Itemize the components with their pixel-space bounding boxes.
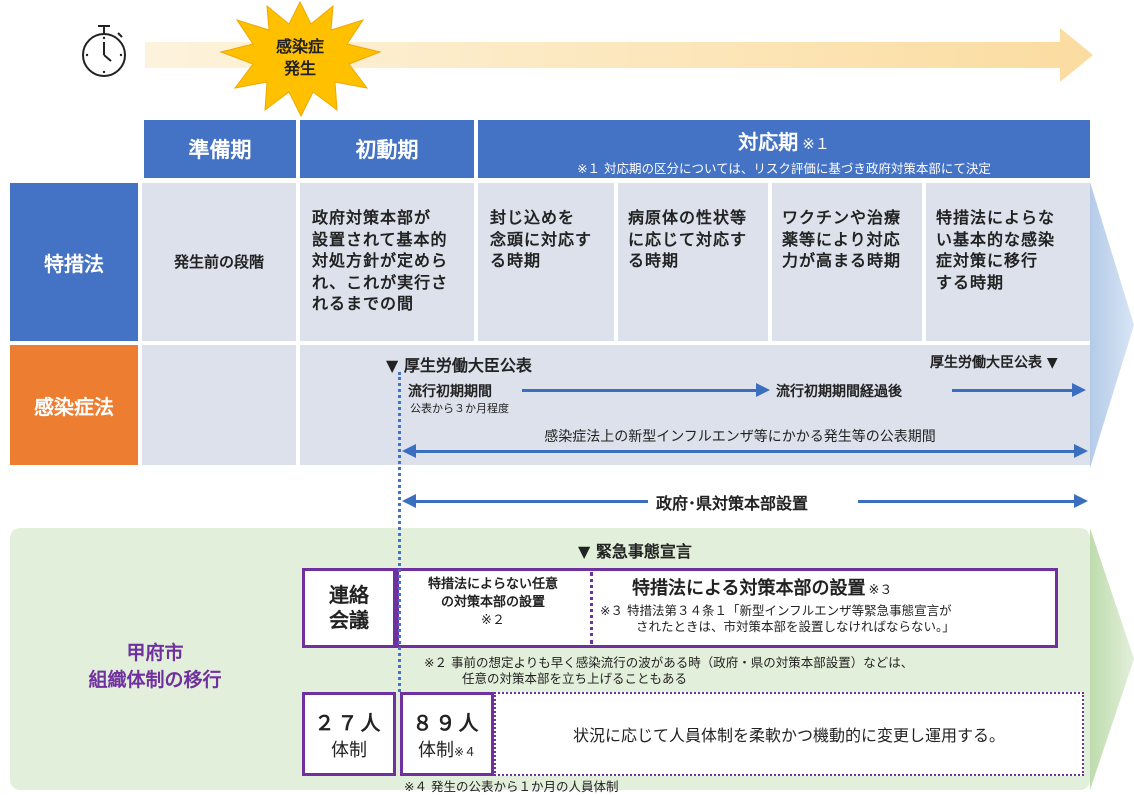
gov-hq-label: 政府･県対策本部設置 bbox=[656, 494, 809, 513]
containment-line-3: る時期 bbox=[490, 251, 542, 271]
cell-containment: 封じ込めを 念頭に対応す る時期 bbox=[478, 183, 614, 341]
infection-law-main-cell bbox=[300, 345, 1090, 465]
burst-label-1: 感染症 bbox=[275, 37, 324, 56]
note2-line-1: ※２ 事前の想定よりも早く感染流行の波がある時（政府・県の対策本部設置）などは、 bbox=[424, 655, 914, 670]
optional-hq-line-1: 特措法によらない任意 bbox=[427, 577, 558, 592]
publication-arrowhead-left bbox=[402, 444, 416, 458]
after-early-arrowhead bbox=[1072, 383, 1086, 397]
transition-line-4: する時期 bbox=[936, 272, 1005, 292]
optional-hq-line-2: の対策本部の設置 bbox=[440, 595, 545, 611]
note3: ※３ 特措法第３４条１「新型インフルエンザ等緊急事態宣言が されたときは、市対策… bbox=[600, 603, 955, 636]
right-arrow-green bbox=[1090, 528, 1134, 790]
optional-hq-mark: ※２ bbox=[481, 613, 505, 629]
kofu-label: 甲府市 組織体制の移行 bbox=[14, 640, 296, 693]
after-early-arrow bbox=[952, 389, 1078, 392]
liaison-box: 連絡 会議 bbox=[302, 568, 396, 648]
initial-line-1: 政府対策本部が bbox=[312, 208, 432, 227]
header-initial: 初動期 bbox=[300, 120, 474, 178]
pathogen-line-2: に応じて対応す bbox=[628, 229, 748, 249]
special-hq-mark: ※３ bbox=[868, 583, 893, 598]
timeline-arrow bbox=[145, 28, 1093, 82]
announcement-dotted-line bbox=[398, 372, 401, 692]
cell-initial-phase: 政府対策本部が 設置されて基本的 対処方針が定めら れ、これが実行さ れるまでの… bbox=[300, 183, 474, 341]
staff-89-label-wrap: 体制※４ bbox=[418, 736, 476, 762]
kofu-label-line-2: 組織体制の移行 bbox=[88, 668, 222, 691]
announce-right: 厚生労働大臣公表 ▼ bbox=[930, 355, 1058, 371]
gov-hq-arrow-right bbox=[858, 500, 1078, 503]
liaison-line-2: 会議 bbox=[329, 608, 369, 632]
staff-89-box: ８９人 体制※４ bbox=[400, 692, 494, 776]
early-period-label: 流行初期期間 bbox=[408, 384, 492, 400]
header-response-mark: ※１ bbox=[802, 135, 830, 153]
note2: ※２ 事前の想定よりも早く感染流行の波がある時（政府・県の対策本部設置）などは、… bbox=[424, 655, 913, 688]
header-response-note: ※１ 対応期の区分については、リスク評価に基づき政府対策本部にて決定 bbox=[577, 161, 991, 176]
row-label-infection-law: 感染症法 bbox=[10, 345, 138, 465]
cell-transition: 特措法によらな い基本的な感染 症対策に移行 する時期 bbox=[926, 183, 1090, 341]
note2-line-2: 任意の対策本部を立ち上げることもある bbox=[462, 671, 688, 687]
gov-hq-arrowhead-right bbox=[1074, 494, 1088, 508]
optional-hq: 特措法によらない任意 の対策本部の設置 ※２ bbox=[400, 576, 586, 631]
containment-line-1: 封じ込めを bbox=[490, 208, 576, 227]
staff-89-mark: ※４ bbox=[453, 744, 477, 759]
staff-89-label: 体制 bbox=[417, 739, 454, 761]
note3-line-1: ※３ 特措法第３４条１「新型インフルエンザ等緊急事態宣言が bbox=[600, 603, 952, 618]
vaccine-line-2: 薬等により対応 bbox=[782, 229, 901, 249]
header-response: 対応期※１ ※１ 対応期の区分については、リスク評価に基づき政府対策本部にて決定 bbox=[478, 120, 1090, 178]
staff-27-label: 体制 bbox=[331, 739, 367, 761]
cell-before-outbreak-text: 発生前の段階 bbox=[173, 252, 264, 271]
initial-line-5: れるまでの間 bbox=[312, 294, 415, 314]
transition-line-3: 症対策に移行 bbox=[936, 251, 1039, 271]
publication-period-arrow bbox=[412, 450, 1078, 453]
gov-hq-arrowhead-left bbox=[402, 494, 416, 508]
burst-label-2: 発生 bbox=[283, 59, 316, 78]
infection-law-before-cell bbox=[142, 345, 296, 465]
publication-period-label: 感染症法上の新型インフルエンザ等にかかる発生等の公表期間 bbox=[544, 429, 936, 445]
kofu-label-line-1: 甲府市 bbox=[126, 642, 184, 664]
vaccine-line-1: ワクチンや治療 bbox=[782, 208, 902, 227]
staff-27-count: ２７人 bbox=[314, 710, 384, 735]
vaccine-line-3: 力が高まる時期 bbox=[782, 251, 902, 271]
special-hq-title-wrap: 特措法による対策本部の設置※３ bbox=[632, 574, 892, 600]
right-arrow-blue bbox=[1090, 182, 1134, 468]
hq-divider bbox=[590, 572, 593, 644]
gov-hq-arrow-left bbox=[412, 500, 648, 503]
after-early-label: 流行初期期間経過後 bbox=[776, 384, 902, 400]
note4: ※４ 発生の公表から１か月の人員体制 bbox=[404, 779, 619, 794]
early-period-note: 公表から３か月程度 bbox=[410, 402, 509, 415]
flexible-text: 状況に応じて人員体制を柔軟かつ機動的に変更し運用する。 bbox=[572, 726, 1005, 745]
staff-27-box: ２７人 体制 bbox=[302, 692, 396, 776]
outbreak-burst bbox=[219, 0, 382, 118]
header-response-title: 対応期 bbox=[738, 130, 799, 154]
cell-before-outbreak: 発生前の段階 bbox=[142, 183, 296, 341]
note3-line-2: されたときは、市対策本部を設置しなければならない。」 bbox=[636, 619, 955, 635]
staff-89-count: ８９人 bbox=[412, 710, 482, 735]
initial-line-2: 設置されて基本的 bbox=[312, 229, 448, 249]
pathogen-line-1: 病原体の性状等 bbox=[628, 208, 748, 227]
publication-arrowhead-right bbox=[1074, 444, 1088, 458]
initial-line-4: れ、これが実行さ bbox=[312, 272, 449, 292]
announce-left: ▼ 厚生労働大臣公表 bbox=[386, 356, 532, 375]
special-hq-title: 特措法による対策本部の設置 bbox=[632, 578, 866, 599]
emergency-declaration: ▼ 緊急事態宣言 bbox=[578, 542, 692, 561]
early-period-arrowhead bbox=[756, 383, 770, 397]
flexible-box: 状況に応じて人員体制を柔軟かつ機動的に変更し運用する。 bbox=[494, 692, 1084, 776]
initial-line-3: 対処方針が定めら bbox=[312, 251, 449, 271]
row-label-special-law: 特措法 bbox=[10, 183, 138, 341]
cell-vaccine: ワクチンや治療 薬等により対応 力が高まる時期 bbox=[772, 183, 922, 341]
header-preparation: 準備期 bbox=[144, 120, 296, 178]
early-period-arrow bbox=[522, 389, 762, 392]
containment-line-2: 念頭に対応す bbox=[490, 229, 593, 249]
cell-pathogen: 病原体の性状等 に応じて対応す る時期 bbox=[618, 183, 768, 341]
stopwatch-icon bbox=[82, 25, 126, 77]
transition-line-2: い基本的な感染 bbox=[936, 229, 1056, 249]
transition-line-1: 特措法によらな bbox=[936, 208, 1056, 227]
liaison-line-1: 連絡 bbox=[329, 583, 369, 607]
pathogen-line-3: る時期 bbox=[628, 251, 680, 271]
hq-box bbox=[396, 568, 1058, 648]
